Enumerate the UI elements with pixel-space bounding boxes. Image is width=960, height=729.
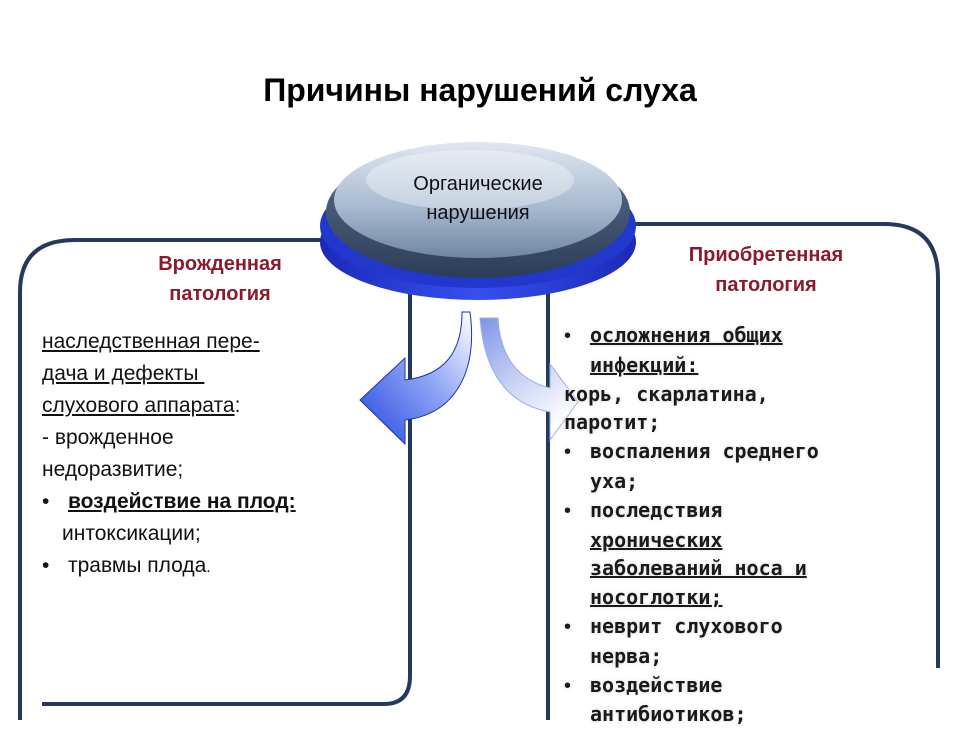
congenital-causes-list: наследственная пере- дача и дефекты слух… (42, 326, 402, 584)
bullet: • (564, 674, 572, 697)
congenital-pathology-title: Врожденная патология (120, 249, 320, 309)
acquired-pathology-title: Приобретенная патология (650, 240, 882, 300)
organic-disorders-hub (320, 142, 636, 300)
bullet: • (564, 441, 572, 464)
list-item: • осложнения общих (564, 321, 944, 351)
bullet: • (42, 554, 50, 577)
list-item: заболеваний носа и (590, 556, 807, 581)
bullet: • (564, 499, 572, 522)
acquired-title-line-2: патология (715, 274, 817, 296)
bullet: • (42, 490, 50, 513)
list-item-text: дача и дефекты (42, 362, 199, 385)
list-item: • воздействие на плод: (42, 486, 402, 518)
list-item: - врожденное (42, 426, 174, 449)
list-item: носоглотки; (590, 585, 723, 610)
list-item-text: воздействие на плод: (68, 490, 296, 513)
list-item: • воспаления среднего (564, 437, 944, 467)
list-item-text: воспаления среднего (590, 439, 819, 464)
list-item-text: неврит слухового (590, 613, 783, 638)
list-item: недоразвитие; (42, 458, 184, 481)
list-item: дача и дефекты (42, 358, 402, 390)
hub-label-line-2: нарушения (426, 202, 530, 224)
acquired-causes-list: • осложнения общих инфекций: корь, скарла… (564, 321, 944, 729)
hub-label-line-1: Органические (413, 173, 543, 195)
arrow-to-left-panel (359, 311, 473, 446)
list-item: инфекций: (564, 351, 944, 380)
acquired-title-line-1: Приобретенная (688, 244, 844, 266)
arrow-to-right-panel (479, 317, 579, 442)
list-item: нерва; (590, 643, 663, 668)
hub-label: Органические нарушения (370, 170, 586, 228)
list-item-suffix: . (206, 559, 211, 576)
list-item: • травмы плода. (42, 550, 402, 584)
list-item-text: осложнения общих (590, 323, 783, 347)
list-item: корь, скарлатина, (564, 381, 769, 406)
page-title: Причины нарушений слуха (263, 72, 697, 108)
list-item: хронических (590, 527, 723, 552)
list-item: • последствия (564, 496, 944, 526)
list-item-text: последствия (590, 497, 723, 522)
list-item-suffix: : (234, 394, 241, 417)
list-item: антибиотиков; (590, 702, 747, 727)
list-item: • воздействие (564, 671, 944, 701)
list-item: интоксикации; (62, 522, 201, 545)
congenital-title-line-1: Врожденная (158, 253, 282, 275)
bullet: • (564, 615, 572, 638)
list-item-text: инфекций: (590, 352, 699, 377)
list-item: наследственная пере- (42, 330, 260, 353)
list-item: паротит; (564, 410, 661, 435)
list-item: уха; (590, 468, 639, 493)
congenital-title-line-2: патология (169, 283, 271, 305)
list-item-text: травмы плода (68, 554, 207, 577)
list-item-text: слухового аппарата (42, 394, 235, 417)
list-item-text: воздействие (590, 672, 723, 697)
list-item: • неврит слухового (564, 612, 944, 642)
bullet: • (564, 325, 572, 347)
list-item: слухового аппарата: (42, 390, 402, 422)
